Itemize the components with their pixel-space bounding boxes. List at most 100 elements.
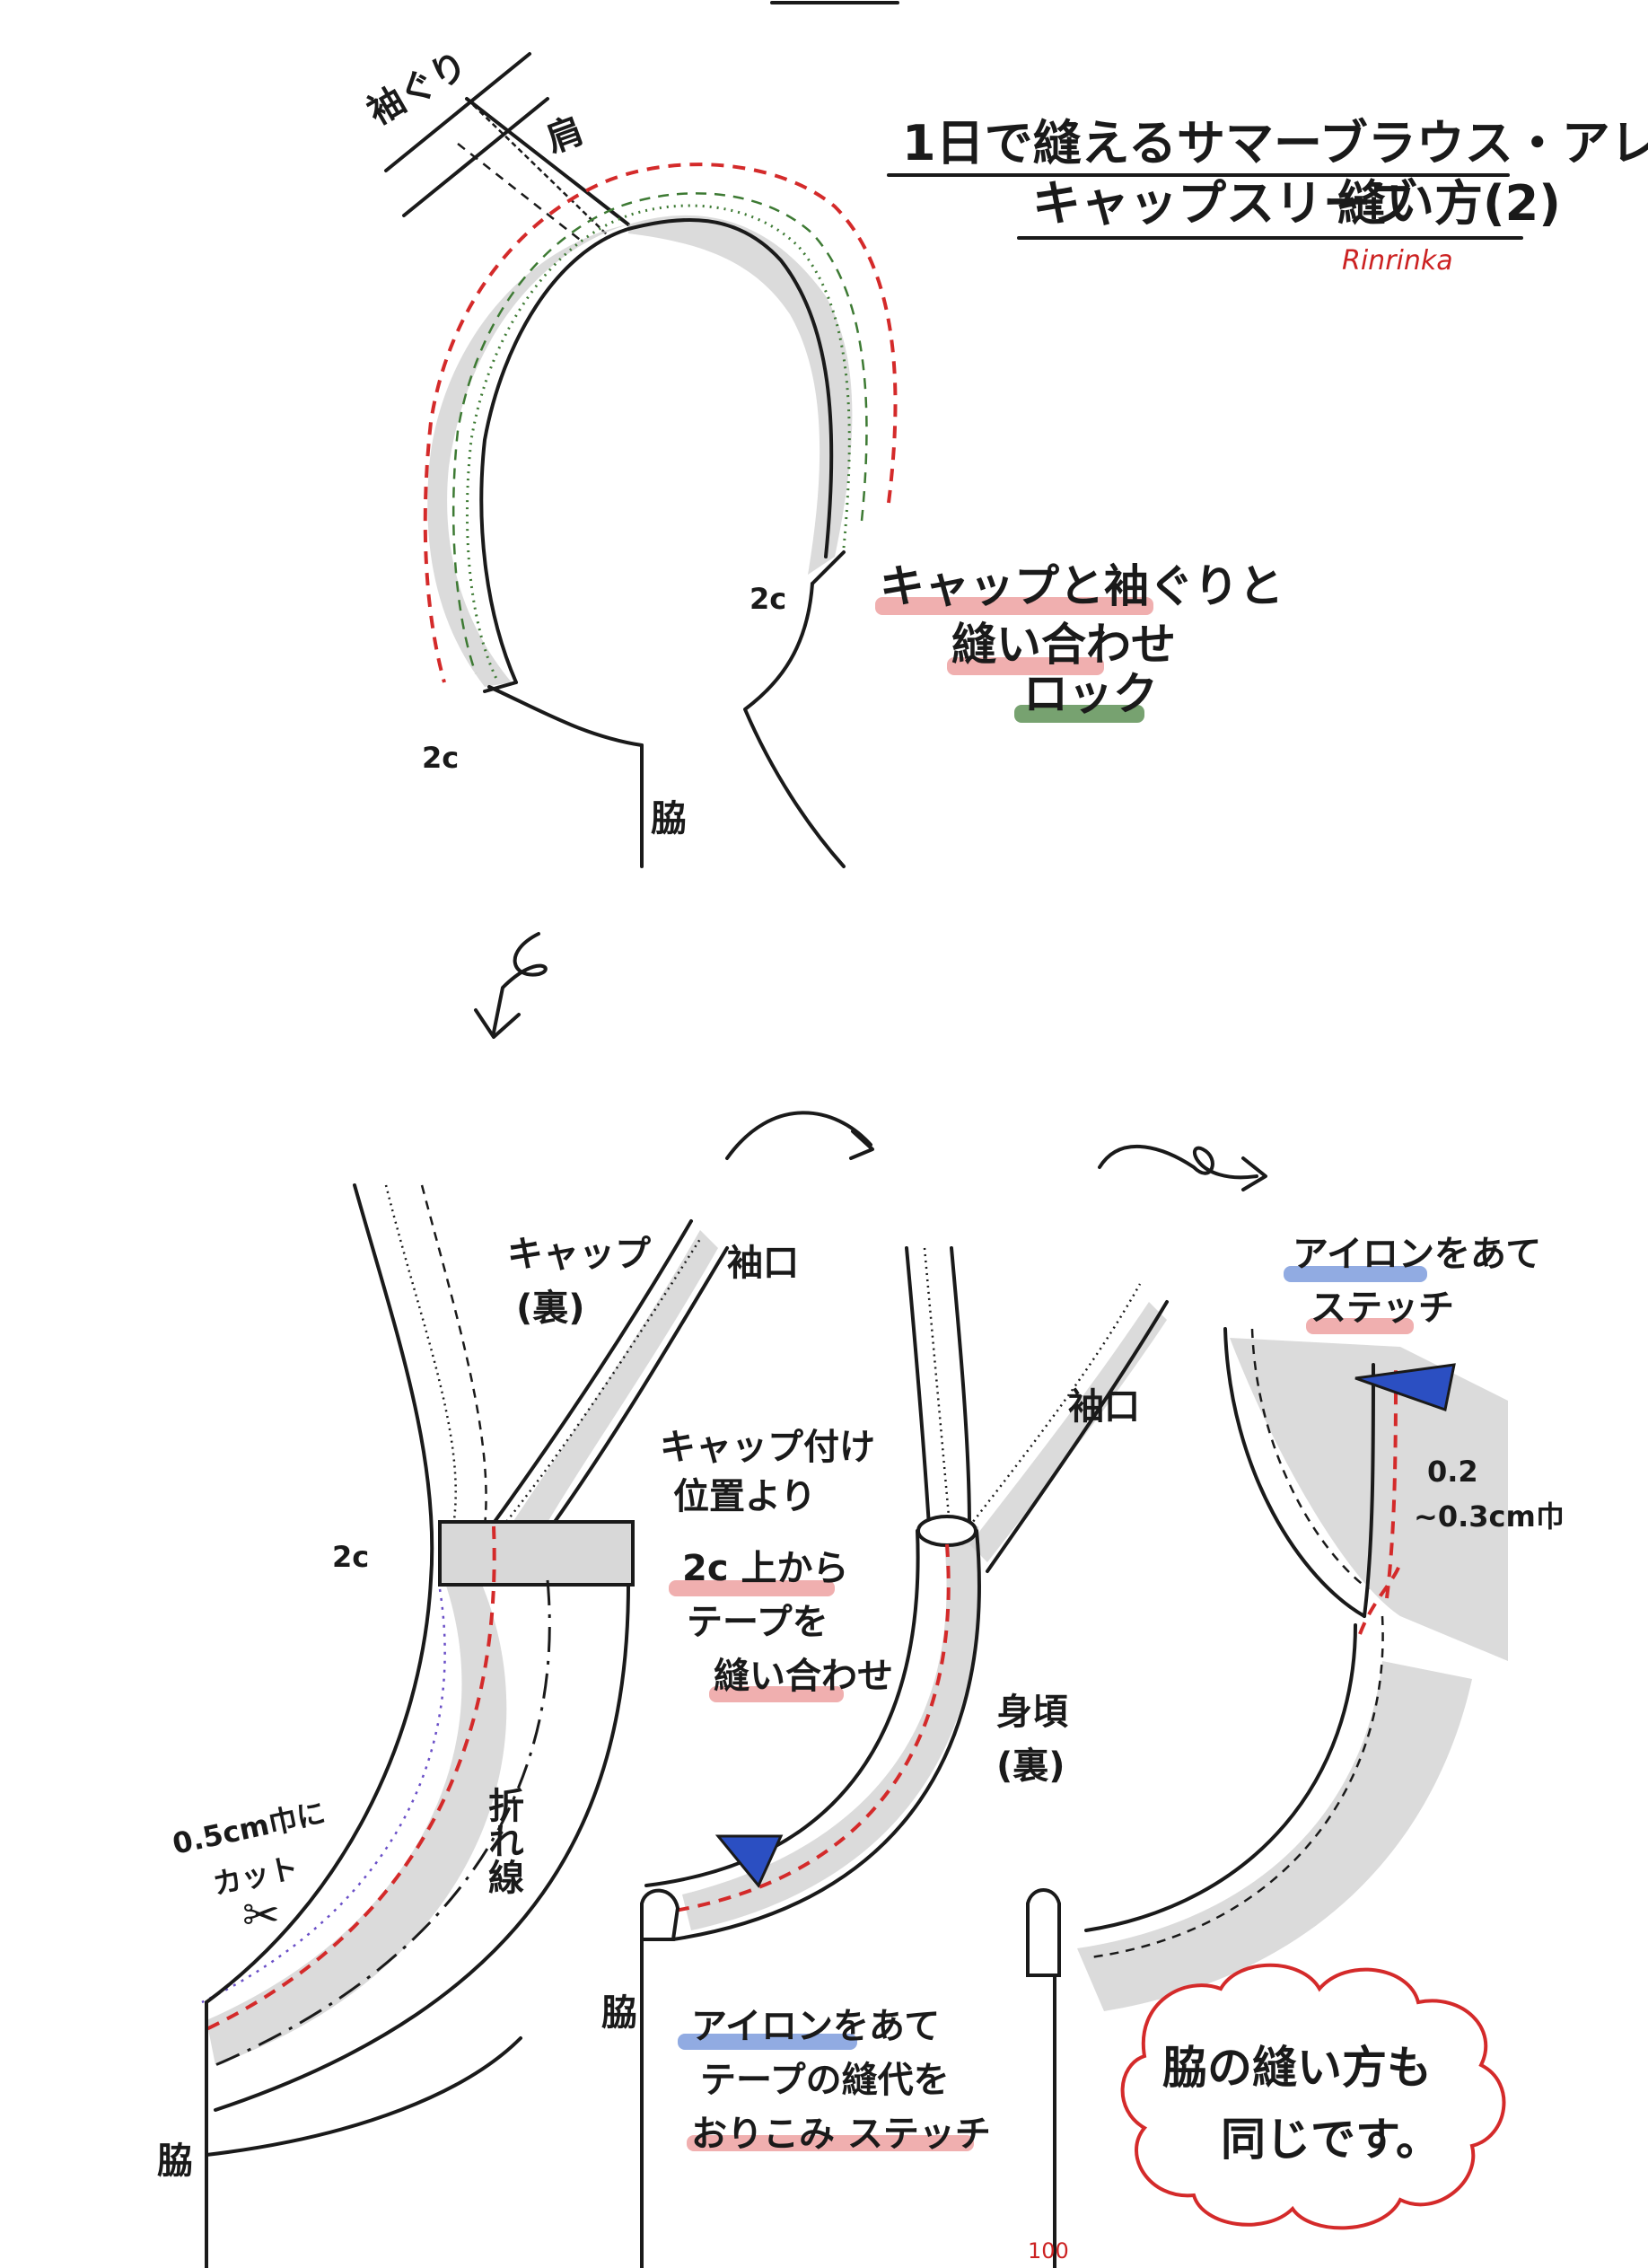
- armhole-shade-left: [427, 224, 628, 687]
- armhole-edge-line: [384, 52, 531, 172]
- arrow-head-2: [849, 1130, 874, 1160]
- note-highlight-green: [1014, 705, 1144, 723]
- step3-note-line2: ステッチ: [1311, 1288, 1454, 1329]
- author-signature: Rinrinka: [1342, 245, 1453, 277]
- note-highlight-red-2: [947, 657, 1104, 675]
- step2-label-back: (裏): [996, 1745, 1065, 1787]
- step3-armhole-stitch: [1250, 1328, 1370, 1591]
- arrow-head-3: [1241, 1156, 1267, 1191]
- step1-label-cuff: 袖口: [727, 1243, 799, 1284]
- step2-highlight-blue: [678, 2034, 857, 2050]
- step1-tape: [438, 1520, 635, 1587]
- shoulder-seam: [465, 97, 630, 226]
- cap-end-mark-left: [483, 681, 518, 693]
- step1-fold-label: 折れ線: [482, 1787, 524, 1894]
- step1-label-back: (裏): [516, 1288, 585, 1329]
- top-note-line1: キャップと袖ぐりと: [880, 560, 1284, 612]
- top-note-line2: 縫い合わせ: [951, 619, 1176, 671]
- step1-cap-edge-inner: [483, 1219, 693, 1537]
- step3-highlight-blue: [1284, 1266, 1427, 1282]
- step3-highlight-red: [1306, 1318, 1414, 1334]
- step2-label-body: 身頃: [996, 1692, 1068, 1733]
- iron-icon-step3: [1354, 1363, 1456, 1411]
- step1-band-outer-edge: [214, 1583, 630, 2112]
- step2-note-line3: おりこみ ステッチ: [691, 2114, 991, 2155]
- step1-stitch-left: [420, 1184, 487, 1527]
- step1-cut-hatch: [201, 1588, 446, 2004]
- step3-armhole-edge: [1223, 1327, 1366, 1618]
- step3-cloud-line2: 同じです。: [1221, 2114, 1441, 2166]
- step1-cap-edge-outer: [537, 1246, 729, 1546]
- purple-hatch-band: [201, 1588, 446, 2004]
- step1-cap-shade: [498, 1230, 718, 1553]
- step1-body-shade: [206, 1580, 507, 2065]
- shoulder-stitch-line: [457, 143, 584, 243]
- iron-icon: [714, 1834, 784, 1888]
- step3-cloud-line1: 脇の縫い方も: [1162, 2042, 1432, 2094]
- step1-body-edge: [205, 1183, 434, 2004]
- label-side: 脇: [651, 798, 687, 840]
- step3-body-stitch: [1090, 1615, 1384, 1959]
- label-armhole: 袖ぐり: [361, 44, 475, 134]
- step2-cap-shade: [969, 1302, 1167, 1562]
- label-2c-right: 2c: [749, 582, 786, 616]
- step3-cap-edge: [1363, 1363, 1375, 1618]
- step2-label-cuff: 袖口: [1068, 1386, 1140, 1428]
- title-block: 1日で縫えるサマーブラウス・アレンジ・ キャップスリーブ 縫い方(2) Rinr…: [770, 1, 1648, 277]
- step3-diagram: アイロンをあて ステッチ 0.2 ~0.3cm巾 脇の縫い方も 同じです。: [1026, 1234, 1565, 2268]
- title-line2-left: キャップスリーブ: [1032, 175, 1417, 232]
- step3-width-line1: 0.2: [1427, 1455, 1478, 1489]
- cap-end-mark-right: [811, 550, 846, 585]
- sleeve-underarm-right: [743, 582, 846, 868]
- step2-tape-roll: [916, 1515, 977, 1547]
- step3-red-stitch-lower: [1358, 1561, 1402, 1635]
- top-note-line3: ロック: [1023, 668, 1158, 720]
- step2-diagram: 袖口 身頃 (裏) アイロンをあて テープの縫代を おりこみ ステッチ 脇: [601, 1246, 1169, 2268]
- step1-note-line4: テープを: [687, 1602, 828, 1643]
- step3-tape-end: [1026, 1888, 1061, 1977]
- step3-cloud-callout: [1120, 1963, 1506, 2230]
- step1-fold-line: [215, 1579, 551, 2067]
- step2-overlock: [923, 1247, 951, 1527]
- step1-overlock: [384, 1184, 457, 1527]
- step1-highlight-1: [669, 1580, 835, 1596]
- armhole-shade-right: [628, 215, 853, 575]
- step3-width-line2: ~0.3cm巾: [1414, 1499, 1565, 1534]
- step2-tape-end: [640, 1888, 680, 1941]
- step1-label-2c: 2c: [332, 1540, 369, 1574]
- label-shoulder: 肩: [541, 110, 589, 161]
- step2-note-line2: テープの縫代を: [700, 2060, 950, 2101]
- step2-armhole-edge-a: [905, 1246, 931, 1528]
- label-2c-left: 2c: [422, 741, 459, 775]
- cap-inner-stitch-line: [451, 192, 868, 674]
- step2-red-stitch: [663, 1543, 951, 1914]
- step2-cap-edge: [986, 1300, 1169, 1573]
- cap-outer-stitch-line: [423, 163, 898, 683]
- step3-note-line1: アイロンをあて: [1293, 1234, 1541, 1275]
- arrow-next-step: [474, 932, 548, 1039]
- step2-highlight-red: [687, 2135, 974, 2151]
- scissors-icon: ✂: [242, 1889, 280, 1941]
- shoulder-zigzag: [466, 98, 611, 239]
- step1-diagram: キャップ (裏) 袖口 2c キャップ付け 位置より 2c 上から テープを 縫…: [157, 1183, 893, 2268]
- step2-label-side: 脇: [601, 1992, 637, 2034]
- step1-bottom-curve: [205, 2036, 522, 2157]
- step1-highlight-2: [709, 1686, 844, 1702]
- arrow-curl: [492, 932, 548, 1034]
- step1-note-line3: 2c 上から: [682, 1548, 848, 1589]
- title-line2-right: 縫い方(2): [1337, 175, 1561, 232]
- step2-body-shade: [682, 1526, 981, 1930]
- step2-note-line1: アイロンをあて: [691, 2006, 940, 2047]
- armhole-outline: [479, 218, 834, 684]
- step1-note-line1: キャップ付け: [660, 1427, 875, 1468]
- step2-body-edge-inner: [644, 1529, 920, 1887]
- step1-note-line2: 位置より: [673, 1476, 816, 1517]
- step1-label-cap: キャップ: [507, 1234, 651, 1275]
- step2-armhole-edge-b: [950, 1246, 971, 1528]
- step2-body-edge-outer: [671, 1529, 981, 1941]
- step3-body-armhole: [1084, 1623, 1357, 1932]
- step1-cut-line1: 0.5cm巾に: [170, 1796, 329, 1861]
- step3-sleeve-shade: [1230, 1338, 1508, 1661]
- arrow-head: [474, 1008, 521, 1039]
